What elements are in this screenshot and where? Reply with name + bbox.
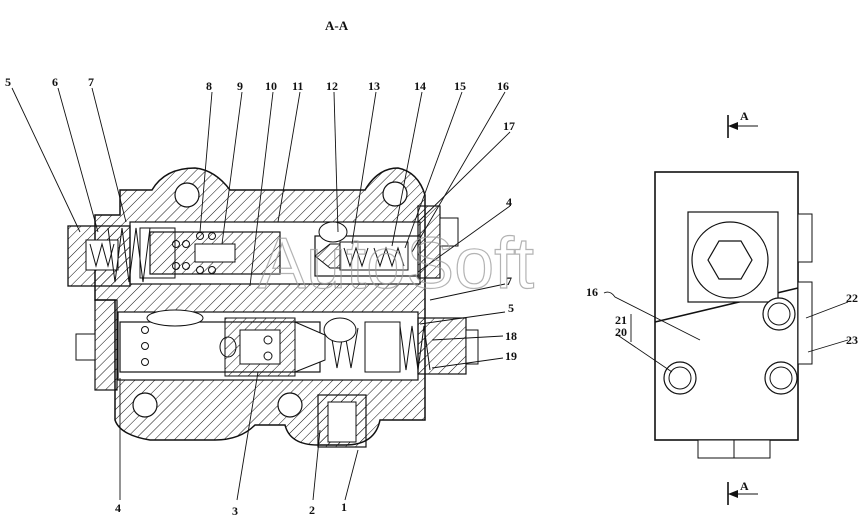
mount-hole [132, 392, 158, 418]
ball [208, 232, 216, 240]
cross-port [146, 309, 204, 327]
section-arrow-top: A [727, 109, 758, 138]
left-flange-bolt [75, 333, 96, 361]
callout-19: 19 [505, 349, 517, 363]
spool-groove [194, 243, 236, 263]
callout-11: 11 [292, 79, 303, 93]
callout-5-right: 5 [508, 301, 514, 315]
ball [196, 232, 204, 240]
ball [172, 240, 180, 248]
callout-22: 22 [846, 291, 858, 305]
ball [263, 335, 273, 345]
watermark: AutoSoft [258, 224, 534, 304]
plug-head [465, 329, 479, 365]
callout-3: 3 [232, 504, 238, 518]
callout-5: 5 [5, 75, 11, 89]
left-flange [94, 299, 118, 391]
ball [141, 358, 149, 366]
ball [141, 342, 149, 350]
section-title: A-A [325, 18, 349, 33]
callout-18: 18 [505, 329, 517, 343]
callout-20: 20 [615, 325, 627, 339]
cap-spring [89, 242, 115, 268]
check-spring-b [373, 246, 405, 268]
callout-17: 17 [503, 119, 515, 133]
ball [263, 351, 273, 361]
check-spring-a [343, 246, 369, 268]
bolt-inner [668, 366, 692, 390]
leader-lines-right [603, 291, 849, 373]
section-arrow-bottom: A [727, 479, 758, 505]
side-lug [797, 281, 813, 365]
ball [208, 266, 216, 274]
callout-4-bottom: 4 [115, 501, 121, 515]
callout-12: 12 [326, 79, 338, 93]
callout-2: 2 [309, 503, 315, 517]
callout-15: 15 [454, 79, 466, 93]
ball [141, 326, 149, 334]
bottom-lug [733, 439, 771, 459]
callout-9: 9 [237, 79, 243, 93]
side-lug [797, 213, 813, 263]
callout-4-right: 4 [506, 195, 512, 209]
spring-seat [139, 227, 176, 279]
section-view [67, 167, 479, 448]
callout-8: 8 [206, 79, 212, 93]
spool-hole [219, 336, 237, 358]
ball [182, 240, 190, 248]
bolt-inner [769, 366, 793, 390]
right-plug-lower [417, 317, 467, 375]
cross-port [323, 317, 357, 343]
section-mark-top: A [740, 109, 749, 123]
callouts-left: 5 6 7 8 9 10 11 12 13 14 15 16 17 4 7 5 … [5, 75, 517, 518]
callout-16-right: 16 [586, 285, 598, 299]
spring-cup [364, 321, 401, 373]
bolt-inner [767, 302, 791, 326]
external-view [654, 171, 813, 459]
callouts-right: 16 21 20 22 23 [586, 285, 858, 347]
callout-16: 16 [497, 79, 509, 93]
fitting-bore [327, 401, 357, 443]
callout-14: 14 [414, 79, 426, 93]
callout-21: 21 [615, 313, 627, 327]
hex-nut [707, 240, 753, 280]
spool-port [239, 329, 281, 365]
section-mark-bottom: A [740, 479, 749, 493]
leader-lines [11, 87, 511, 501]
callout-10: 10 [265, 79, 277, 93]
callout-1: 1 [341, 500, 347, 514]
callout-7: 7 [88, 75, 94, 89]
mount-hole [277, 392, 303, 418]
upper-spring-left [107, 227, 151, 283]
bottom-lug [697, 439, 735, 459]
check-valve-housing [339, 241, 409, 271]
ball [196, 266, 204, 274]
plug-bolt [439, 217, 459, 247]
mount-hole [174, 182, 200, 208]
callout-23: 23 [846, 333, 858, 347]
callout-13: 13 [368, 79, 380, 93]
spool-taper [294, 321, 326, 373]
cross-port [318, 221, 348, 243]
callout-7-right: 7 [506, 274, 512, 288]
ball [172, 262, 180, 270]
callout-6: 6 [52, 75, 58, 89]
ball [182, 262, 190, 270]
